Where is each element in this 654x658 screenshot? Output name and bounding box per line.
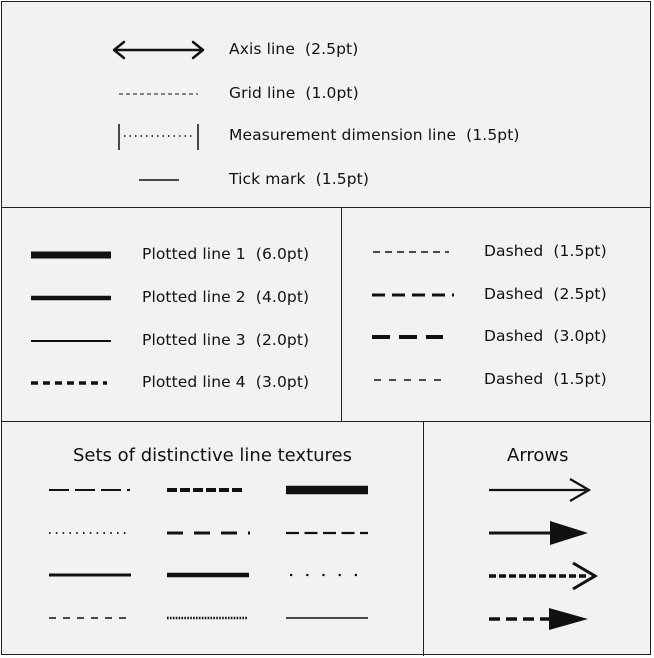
dashed-1-label: Dashed (1.5pt) [484,242,607,260]
divider-middle-vertical [341,208,342,421]
arrow-dashed-filled-head [489,608,588,630]
plotted-line-4-label: Plotted line 4 (3.0pt) [142,373,310,391]
axis-line-sample [112,40,205,60]
dashed-3-label: Dashed (3.0pt) [484,327,607,345]
textures-title: Sets of distinctive line textures [73,445,352,466]
arrow-solid-filled-head [489,521,588,545]
dashed-4-label: Dashed (1.5pt) [484,370,607,388]
arrow-solid-open-head [489,478,592,502]
tick-mark-label: Tick mark (1.5pt) [229,170,369,188]
plotted-line-3-label: Plotted line 3 (2.0pt) [142,331,310,349]
divider-top [2,207,650,208]
plotted-line-2-label: Plotted line 2 (4.0pt) [142,288,310,306]
arrows-title: Arrows [507,445,569,466]
axis-line-label: Axis line (2.5pt) [229,40,359,58]
measurement-dimension-line-sample [118,124,199,150]
divider-lower-vertical [423,422,424,656]
measurement-dimension-line-label: Measurement dimension line (1.5pt) [229,126,520,144]
plotted-line-1-label: Plotted line 1 (6.0pt) [142,245,310,263]
divider-bottom [2,421,650,422]
grid-line-label: Grid line (1.0pt) [229,84,359,102]
dashed-2-label: Dashed (2.5pt) [484,285,607,303]
arrow-dashed-open-head [489,561,598,591]
